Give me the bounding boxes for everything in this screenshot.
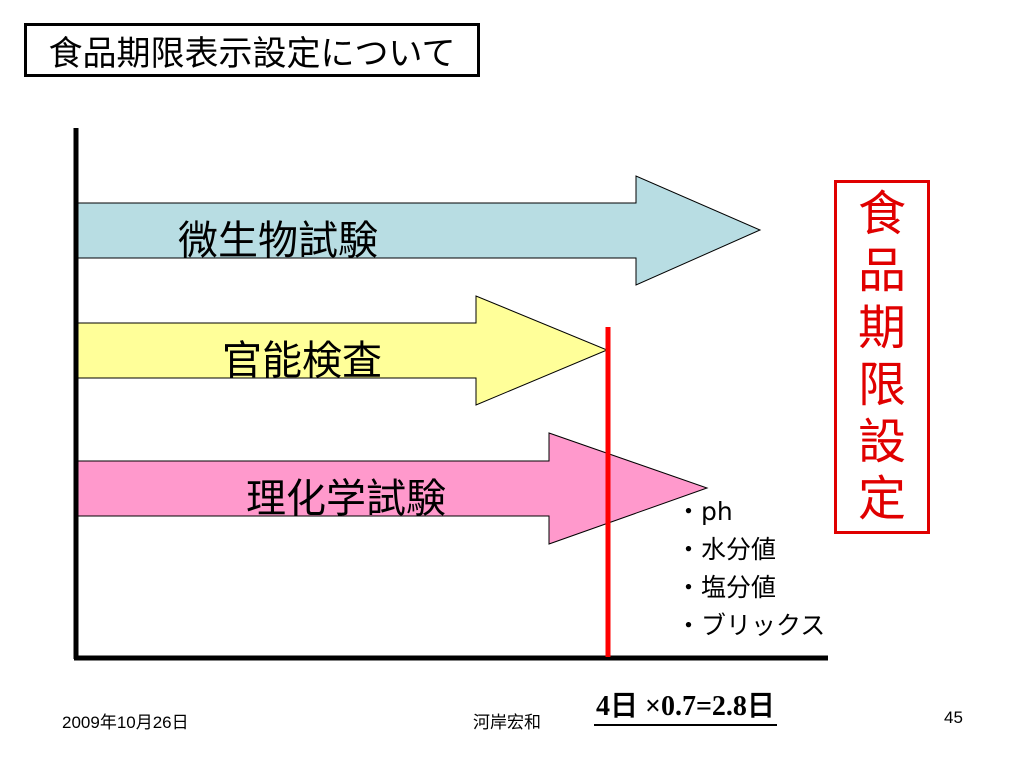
parameter-item: ・ブリックス [676, 611, 826, 640]
vertical-char: 設 [857, 414, 906, 470]
slide-title: 食品期限表示設定について [24, 23, 480, 77]
arrow-label-sensory: 官能検査 [222, 338, 382, 384]
parameter-item: ・塩分値 [676, 573, 777, 602]
footer-author: 河岸宏和 [473, 713, 541, 732]
arrow-sensory-test [77, 295, 609, 406]
vertical-char: 食 [857, 186, 906, 242]
arrow-label-microbial: 微生物試験 [178, 218, 378, 264]
footer-date: 2009年10月26日 [62, 713, 189, 732]
parameter-list: ・ph ・水分値 ・塩分値 ・ブリックス [676, 493, 825, 645]
parameter-item: ・ph [676, 497, 733, 526]
arrow-physicochemical-test [77, 432, 709, 545]
parameter-item: ・水分値 [676, 535, 777, 564]
shelf-life-formula: 4日 ×0.7=2.8日 [594, 684, 777, 726]
vertical-char: 品 [857, 243, 906, 299]
footer-page-number: 45 [944, 708, 963, 727]
vertical-char: 限 [857, 357, 906, 413]
arrow-label-physicochemical: 理化学試験 [246, 476, 446, 522]
arrow-microbial-test [77, 175, 762, 286]
vertical-char: 期 [857, 300, 906, 356]
shelf-life-setting-box: 食 品 期 限 設 定 [834, 180, 930, 534]
vertical-char: 定 [857, 471, 906, 527]
